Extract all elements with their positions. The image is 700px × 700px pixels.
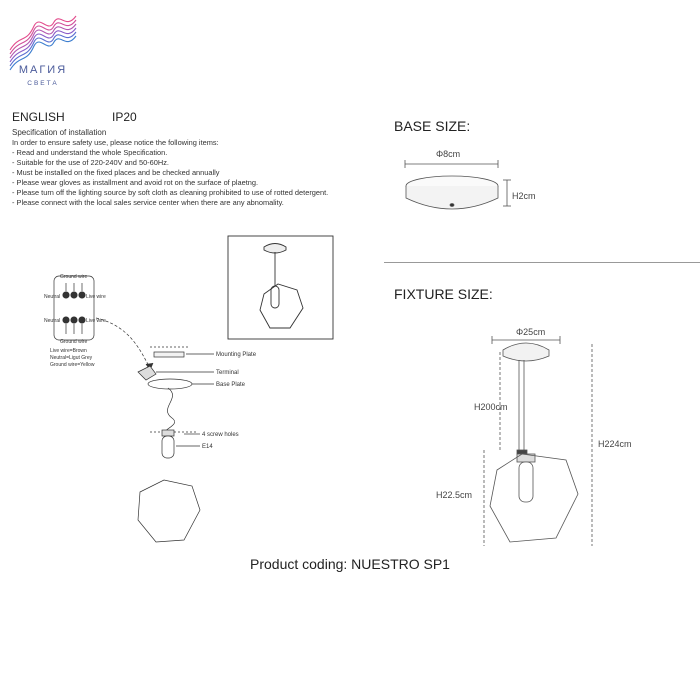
spec-item: - Must be installed on the fixed places …: [12, 168, 220, 177]
fixture-size-drawing: [483, 336, 593, 546]
spec-item: - Suitable for the use of 220-240V and 5…: [12, 158, 169, 167]
fixture-shade-height-label: H22.5cm: [436, 490, 472, 500]
brand-subname: СВЕТА: [27, 80, 59, 87]
wiring-legend-item: Live wire=Brown: [50, 348, 87, 354]
wiring-ground-top: Ground wire: [60, 274, 87, 280]
spec-list: In order to ensure safety use, please no…: [12, 138, 328, 208]
installation-drawing: [137, 346, 214, 543]
wiring-diagram: [53, 275, 154, 371]
wiring-neutral-1: Neutral: [44, 294, 60, 300]
product-thumbnail: [227, 235, 334, 340]
wiring-legend-item: Ground wire=Yellow: [50, 362, 95, 368]
language-label: ENGLISH: [12, 110, 65, 124]
base-size-drawing: [404, 160, 511, 210]
wiring-live-1: Live wire: [86, 294, 106, 300]
spec-item: - Please connect with the local sales se…: [12, 198, 284, 207]
base-size-heading: BASE SIZE:: [394, 118, 471, 134]
spec-item: - Read and understand the whole Specific…: [12, 148, 168, 157]
screw-holes-label: 4 screw holes: [202, 432, 239, 438]
wiring-legend-item: Neutral=Ligut Grey: [50, 355, 93, 361]
wiring-neutral-2: Neutral: [44, 318, 60, 324]
brand-logo-icon: [9, 15, 77, 71]
terminal-label: Terminal: [216, 370, 239, 376]
spec-item: In order to ensure safety use, please no…: [12, 138, 219, 147]
ip-rating: IP20: [112, 110, 137, 124]
mounting-plate-label: Mounting Plate: [216, 352, 257, 358]
wiring-ground-bottom: Ground wire: [60, 339, 87, 345]
base-height-label: H2cm: [512, 191, 536, 201]
base-diameter-label: Φ8cm: [436, 149, 460, 159]
spec-title: Specification of installation: [12, 128, 107, 137]
section-divider: [384, 262, 700, 263]
base-plate-label: Base Plate: [216, 382, 246, 388]
product-coding: Product coding: NUESTRO SP1: [250, 556, 450, 572]
fixture-rod-height-label: H200cm: [474, 402, 508, 412]
socket-label: E14: [202, 444, 213, 450]
spec-item: - Please wear gloves as installment and …: [12, 178, 259, 187]
fixture-size-heading: FIXTURE SIZE:: [394, 286, 493, 302]
wiring-live-2: Live wire: [86, 318, 106, 324]
brand-name: МАГИЯ: [18, 64, 68, 76]
spec-item: - Please turn off the lighting source by…: [12, 188, 329, 197]
fixture-diameter-label: Φ25cm: [516, 327, 545, 337]
fixture-total-height-label: H224cm: [598, 439, 632, 449]
